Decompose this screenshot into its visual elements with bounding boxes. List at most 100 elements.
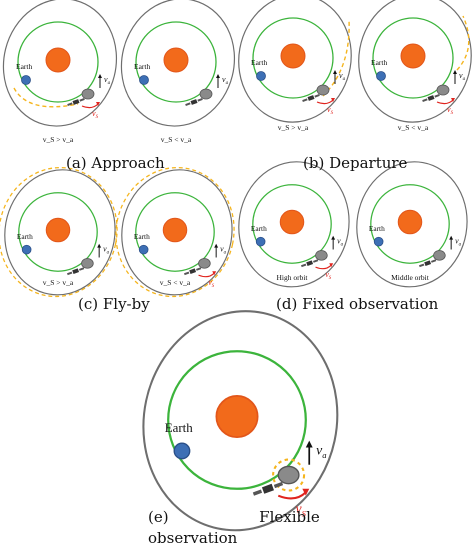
earth-orbit: [370, 184, 450, 264]
solar-panel-left: [185, 102, 191, 107]
asteroid-velocity-arrowhead: [333, 70, 337, 74]
solar-panel-right: [434, 93, 440, 98]
earth-orbit: [167, 350, 307, 490]
asteroid-velocity-subscript: a: [226, 81, 229, 86]
earth-orbit: [252, 17, 334, 99]
asteroid-velocity-arrowhead: [216, 74, 220, 78]
sun-icon: [279, 209, 305, 235]
asteroid-orbit: [4, 169, 116, 296]
earth-icon: [256, 71, 266, 81]
solar-panel-right: [314, 93, 320, 98]
solar-panel-right: [273, 481, 284, 489]
asteroid-icon: [199, 88, 213, 100]
spacecraft-trajectory: [13, 87, 79, 108]
asteroid-velocity-subscript: a: [108, 81, 111, 86]
spacecraft-trajectory: [456, 15, 470, 71]
asteroid-velocity-subscript: a: [107, 251, 110, 256]
sun-icon: [163, 47, 189, 73]
asteroid-velocity-arrowhead: [214, 243, 219, 248]
earth-label: Earth: [17, 232, 33, 241]
asteroid-velocity-label: va: [455, 237, 461, 248]
earth-icon: [173, 442, 191, 460]
asteroid-icon: [436, 84, 450, 96]
spacecraft-icon: [301, 259, 319, 268]
spacecraft-velocity-subscript: S: [96, 115, 99, 120]
panel-c1-note: v_S > v_a: [43, 278, 74, 287]
spacecraft-velocity-label: vS: [92, 109, 99, 120]
asteroid-orbit: [356, 161, 468, 288]
solar-panel-left: [67, 102, 73, 107]
panel-c1-body: Earth va: [0, 166, 118, 298]
panel-e: Earth va vS: [142, 310, 339, 532]
asteroid-velocity-label: va: [339, 71, 346, 82]
spacecraft-body: [72, 268, 80, 275]
asteroid-orbit: [120, 0, 236, 127]
panel-a2-note: v_S < v_a: [161, 135, 192, 144]
sun-icon: [400, 43, 426, 69]
caption-c: (c) Fly-by: [78, 295, 150, 313]
sun-icon: [280, 43, 306, 69]
spacecraft-velocity-subscript: S: [331, 111, 334, 116]
asteroid-velocity-subscript: a: [224, 251, 227, 256]
earth-orbit: [17, 21, 99, 103]
panel-c2-note: v_S < v_a: [160, 278, 191, 287]
earth-icon: [21, 75, 31, 85]
earth-label: Earth: [134, 232, 150, 241]
asteroid-velocity-label: va: [103, 245, 109, 256]
asteroid-velocity-subscript: a: [341, 243, 344, 248]
asteroid-orbit: [2, 0, 118, 127]
earth-icon: [139, 75, 149, 85]
caption-e-line1: (e) Flexible: [148, 508, 320, 526]
solar-panel-right: [312, 259, 319, 263]
earth-label: Earth: [165, 421, 193, 435]
spacecraft-velocity-subscript: S: [451, 111, 454, 116]
earth-icon: [376, 71, 386, 81]
earth-label: Earth: [251, 58, 267, 67]
earth-label: Earth: [134, 62, 150, 71]
spacecraft-icon: [67, 267, 85, 276]
spacecraft-velocity-label: vS: [325, 270, 331, 281]
spacecraft-velocity-arrowhead: [96, 102, 100, 106]
asteroid-velocity-label: va: [459, 71, 466, 82]
spacecraft-body: [427, 95, 435, 101]
earth-icon: [255, 236, 266, 247]
asteroid-velocity-arrowhead: [453, 70, 457, 74]
earth-orbit: [135, 192, 215, 272]
spacecraft-velocity-subscript: S: [212, 284, 215, 289]
spacecraft-velocity-arrowhead: [451, 98, 455, 102]
spacecraft-icon: [419, 259, 437, 268]
spacecraft-velocity-label: vS: [327, 105, 334, 116]
spacecraft-body: [72, 99, 80, 105]
earth-label: Earth: [371, 58, 387, 67]
spacecraft-velocity-label: vS: [208, 278, 214, 289]
panel-e-body: Earth va vS: [142, 310, 339, 532]
spacecraft-velocity-arrow: [316, 99, 334, 105]
earth-orbit: [252, 184, 332, 264]
spacecraft-velocity-arrow: [277, 491, 307, 500]
asteroid-icon: [198, 258, 211, 269]
spacecraft-body: [424, 260, 432, 267]
asteroid-velocity-label: va: [104, 75, 111, 86]
sun-icon: [215, 395, 259, 439]
asteroid-velocity-label: va: [316, 442, 326, 459]
spacecraft-velocity-label: vS: [295, 501, 306, 518]
sun-icon: [45, 217, 71, 243]
asteroid-orbit: [238, 161, 350, 288]
asteroid-velocity-arrowhead: [449, 235, 454, 240]
asteroid-velocity-subscript: a: [343, 77, 346, 82]
solar-panel-left: [184, 271, 190, 276]
earth-label: Earth: [251, 224, 267, 233]
solar-panel-left: [422, 98, 428, 103]
asteroid-velocity-arrowhead: [97, 243, 102, 248]
sun-icon: [45, 47, 71, 73]
